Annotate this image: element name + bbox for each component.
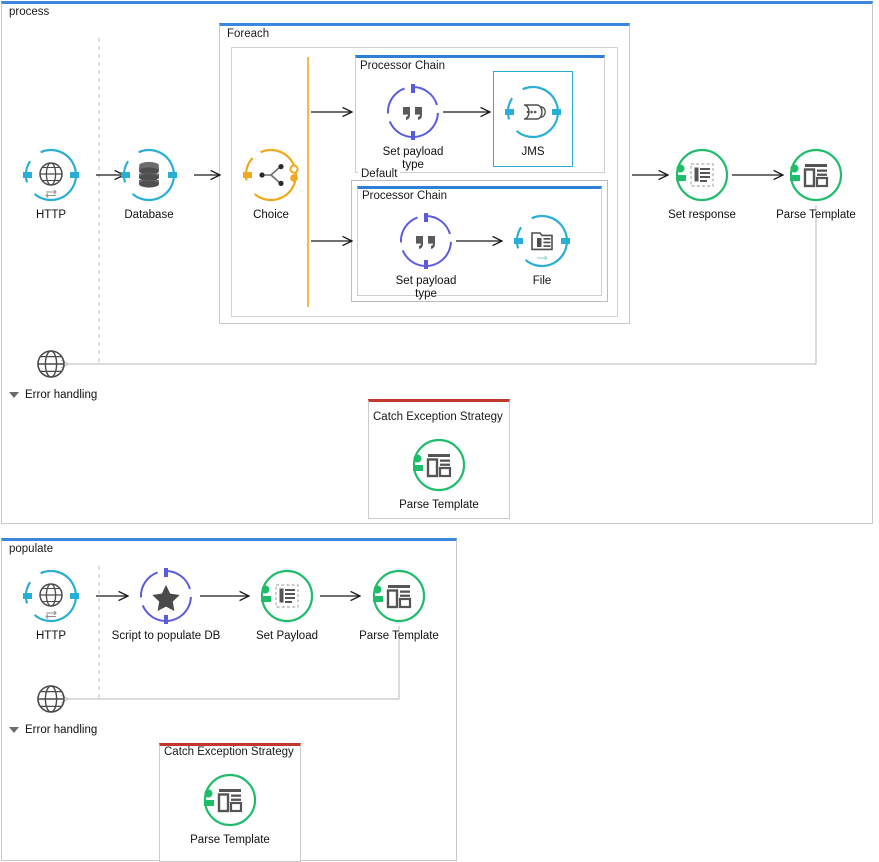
flow-title-process: process (9, 6, 50, 18)
node-jms[interactable]: JMS (491, 84, 575, 159)
scope-foreach-title: Foreach (227, 28, 270, 40)
node-parse-template-process[interactable]: Parse Template (774, 147, 858, 222)
chevron-down-icon[interactable] (9, 726, 19, 733)
parse-template-icon (371, 568, 427, 624)
database-icon (121, 147, 177, 203)
error-handling-label: Error handling (25, 389, 98, 401)
star-icon (138, 568, 194, 624)
node-label: Set Payload (255, 630, 318, 642)
processor-chain-1[interactable] (355, 55, 605, 173)
processor-chain-1-title: Processor Chain (360, 60, 446, 72)
node-parse-template-catch-populate[interactable]: Parse Template (188, 772, 272, 847)
node-database[interactable]: Database (107, 147, 191, 222)
set-response-icon (259, 568, 315, 624)
node-parse-template-catch-process[interactable]: Parse Template (397, 437, 481, 512)
node-label: Parse Template (776, 209, 856, 221)
node-parse-template-populate[interactable]: Parse Template (357, 568, 441, 643)
parse-template-icon (411, 437, 467, 493)
node-label: Parse Template (359, 630, 439, 642)
node-set-payload-type-1[interactable]: Set payload type (371, 84, 455, 172)
node-label: Choice (253, 209, 289, 221)
parse-template-icon (788, 147, 844, 203)
node-label: Set payload type (382, 146, 444, 171)
node-http-source-populate[interactable]: HTTP (9, 568, 93, 643)
node-label: HTTP (35, 209, 67, 221)
node-label: Set response (668, 209, 736, 221)
flow-title-populate: populate (9, 543, 54, 555)
catch-exception-strategy-title-process: Catch Exception Strategy (373, 411, 503, 423)
quote-icon (385, 84, 441, 140)
set-response-icon (674, 147, 730, 203)
choice-icon (243, 147, 299, 203)
chevron-down-icon[interactable] (9, 391, 19, 398)
error-handling-header-process[interactable]: Error handling (9, 389, 97, 401)
node-label: Script to populate DB (111, 630, 221, 642)
error-handling-header-populate[interactable]: Error handling (9, 724, 97, 736)
parse-template-icon (202, 772, 258, 828)
catch-exception-strategy-process[interactable] (368, 399, 510, 519)
node-label: Parse Template (399, 499, 479, 511)
node-script-to-populate-db[interactable]: Script to populate DB (111, 568, 221, 643)
node-set-payload-type-2[interactable]: Set payload type (384, 213, 468, 301)
choice-branch-default-label: Default (358, 168, 401, 180)
node-label: Set payload type (395, 275, 457, 300)
processor-chain-2-title: Processor Chain (362, 190, 448, 202)
error-handling-label: Error handling (25, 724, 98, 736)
quote-icon (398, 213, 454, 269)
node-http-source-process[interactable]: HTTP (9, 147, 93, 222)
node-label: Database (124, 209, 174, 221)
node-set-response[interactable]: Set response (660, 147, 744, 222)
node-label: File (532, 275, 552, 287)
node-label: JMS (521, 146, 545, 158)
node-choice[interactable]: Choice (229, 147, 313, 222)
node-return-endpoint-populate (9, 683, 93, 715)
globe-icon (35, 348, 67, 380)
globe-icon (23, 568, 79, 624)
globe-icon (35, 683, 67, 715)
file-icon (514, 213, 570, 269)
node-file[interactable]: File (500, 213, 584, 288)
node-set-payload[interactable]: Set Payload (245, 568, 329, 643)
globe-icon (23, 147, 79, 203)
node-label: HTTP (35, 630, 67, 642)
jms-icon (505, 84, 561, 140)
catch-exception-strategy-title-populate: Catch Exception Strategy (164, 746, 294, 758)
node-return-endpoint-process (9, 348, 93, 380)
node-label: Parse Template (190, 834, 270, 846)
selection-highlight-jms[interactable] (493, 71, 573, 167)
